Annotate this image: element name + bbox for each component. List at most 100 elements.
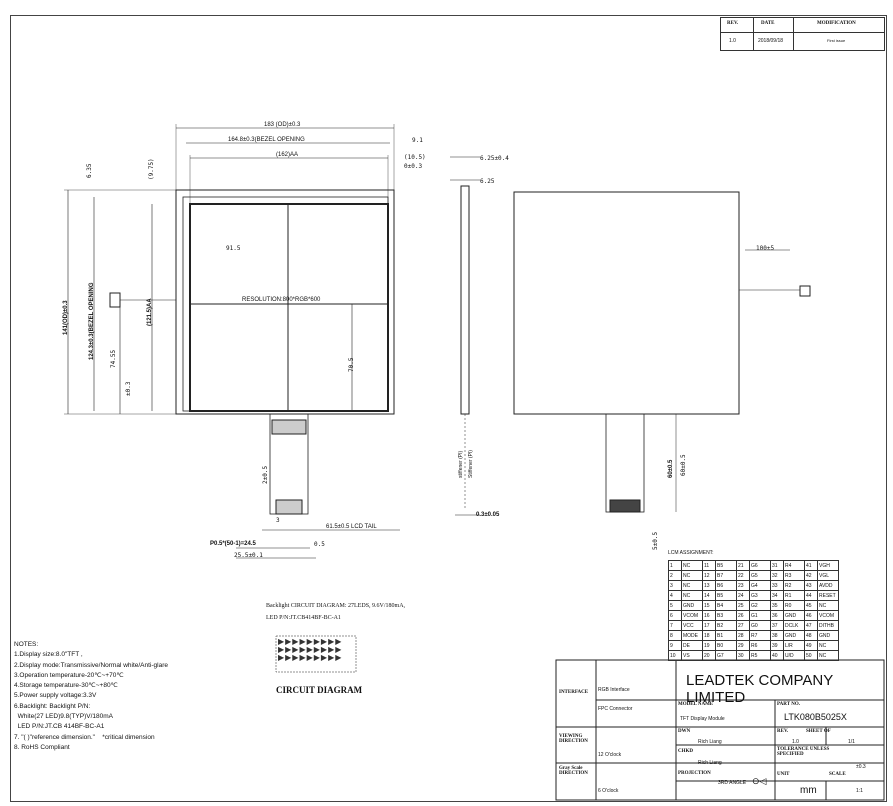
lcm-cell: GND	[783, 630, 805, 641]
lcm-cell: DCLK	[783, 620, 805, 631]
projection-symbol-icon: ⊖◁	[752, 776, 767, 786]
lcm-cell: 4	[668, 590, 682, 601]
lcm-cell: 34	[770, 590, 784, 601]
lcm-cell: G4	[749, 580, 771, 591]
viewing-direction: 12 O'clock	[598, 752, 622, 758]
lcm-cell: 19	[702, 640, 716, 651]
lcm-cell: 32	[770, 570, 784, 581]
dim-0-3: 0±0.3	[404, 163, 423, 170]
side-dim-second: 6.25	[480, 178, 495, 185]
lcm-cell: 8	[668, 630, 682, 641]
unit-value: mm	[800, 785, 817, 796]
lcm-cell: B5	[715, 590, 737, 601]
lcm-cell: VGL	[817, 570, 839, 581]
led-array: ▶▶▶▶▶▶▶▶▶▶▶▶▶▶▶▶▶▶▶▶▶▶▶▶▶▶▶	[278, 637, 343, 662]
lcm-cell: 27	[736, 620, 750, 631]
lcm-cell: 5	[668, 600, 682, 611]
tolerance-value: ±0.3	[856, 764, 866, 770]
note-item: White(27 LED)9.8(TYP)V/180mA	[14, 713, 113, 721]
lcm-cell: 44	[804, 590, 818, 601]
lcm-cell: B0	[715, 640, 737, 651]
circuit-note-1: Backlight CIRCUIT DIAGRAM: 27LEDS, 9.6V/…	[266, 603, 406, 609]
lcm-cell: VCOM	[817, 610, 839, 621]
lcm-cell: 13	[702, 580, 716, 591]
fpc-length-dim: 2±0.5	[262, 465, 269, 484]
bezel-width-dim: 164.8±0.3(BEZEL OPENING	[228, 137, 305, 143]
dim-10-5: (10.5)	[404, 154, 426, 161]
dim-3: 3	[276, 517, 280, 524]
note-item: 5.Power supply voltage:3.3V	[14, 692, 97, 700]
lcm-cell: G2	[749, 600, 771, 611]
lcm-cell: 6	[668, 610, 682, 621]
dim-9-75: (9.75)	[148, 158, 155, 180]
lcm-cell: NC	[681, 590, 703, 601]
dim-9-1: 9.1	[412, 137, 423, 144]
lcm-cell: 20	[702, 650, 716, 661]
lcm-cell: 10	[668, 650, 682, 661]
part-no-label: PART NO.	[777, 702, 800, 707]
lcm-assignment-title: LCM ASSIGNMENT:	[668, 550, 714, 556]
modification-value: First issue	[827, 38, 846, 43]
lcm-cell: AVDD	[817, 580, 839, 591]
lcm-cell: NC	[681, 560, 703, 571]
lcm-cell: G0	[749, 620, 771, 631]
lcm-cell: B6	[715, 580, 737, 591]
lcm-cell: G7	[715, 650, 737, 661]
dim-70-5: 70.5	[348, 357, 355, 372]
lcm-cell: R3	[783, 570, 805, 581]
lcm-cell: 15	[702, 600, 716, 611]
note-item: 4.Storage temperature-30℃~+80℃	[14, 682, 118, 690]
lcm-cell: 43	[804, 580, 818, 591]
lcm-cell: NC	[817, 650, 839, 661]
lcm-cell: 1	[668, 560, 682, 571]
lcm-cell: 45	[804, 600, 818, 611]
note-item: 1.Display size:8.0"TFT ,	[14, 651, 83, 659]
projection-label: PROJECTION	[678, 771, 711, 776]
lcm-cell: 40	[770, 650, 784, 661]
back-dim-60-bold: 60±0.5	[668, 459, 674, 478]
chkd-label: CHKD	[678, 749, 693, 754]
lcm-cell: 24	[736, 590, 750, 601]
lcm-cell: R4	[783, 560, 805, 571]
lcm-cell: G6	[749, 560, 771, 571]
side-dim-0-3-05: 0.3±0.05	[476, 512, 500, 518]
lcm-cell: 25	[736, 600, 750, 611]
lcm-cell: 46	[804, 610, 818, 621]
note-item: 7. "( )"reference dimension." *critical …	[14, 733, 155, 741]
rev-label: REV.	[777, 729, 789, 734]
lcm-cell: 17	[702, 620, 716, 631]
lcm-cell: 31	[770, 560, 784, 571]
lcm-cell: 37	[770, 620, 784, 631]
lcm-cell: 16	[702, 610, 716, 621]
lcm-cell: U/D	[783, 650, 805, 661]
lcm-cell: VS	[681, 650, 703, 661]
lcm-cell: 21	[736, 560, 750, 571]
note-item: 2.Display mode:Transmissive/Normal white…	[14, 661, 169, 669]
lcm-cell: R5	[749, 650, 771, 661]
lcm-cell: 49	[804, 640, 818, 651]
lcm-cell: 33	[770, 580, 784, 591]
lcm-cell: 38	[770, 630, 784, 641]
projection-value: 3RD ANGLE	[718, 780, 747, 786]
back-dim-100: 100±5	[756, 245, 775, 252]
date-header: DATE	[761, 21, 775, 26]
lcm-cell: NC	[817, 640, 839, 651]
lcm-cell: R6	[749, 640, 771, 651]
lcm-cell: 14	[702, 590, 716, 601]
lcm-cell: G1	[749, 610, 771, 621]
date-value: 2018/09/18	[758, 38, 784, 44]
lcm-cell: 36	[770, 610, 784, 621]
lcm-cell: R0	[783, 600, 805, 611]
modification-header: MODIFICATION	[817, 21, 856, 26]
lcm-cell: 12	[702, 570, 716, 581]
lcm-cell: 41	[804, 560, 818, 571]
lcm-cell: 26	[736, 610, 750, 621]
lcm-cell: R1	[783, 590, 805, 601]
dwn-label: DWN	[678, 729, 691, 734]
